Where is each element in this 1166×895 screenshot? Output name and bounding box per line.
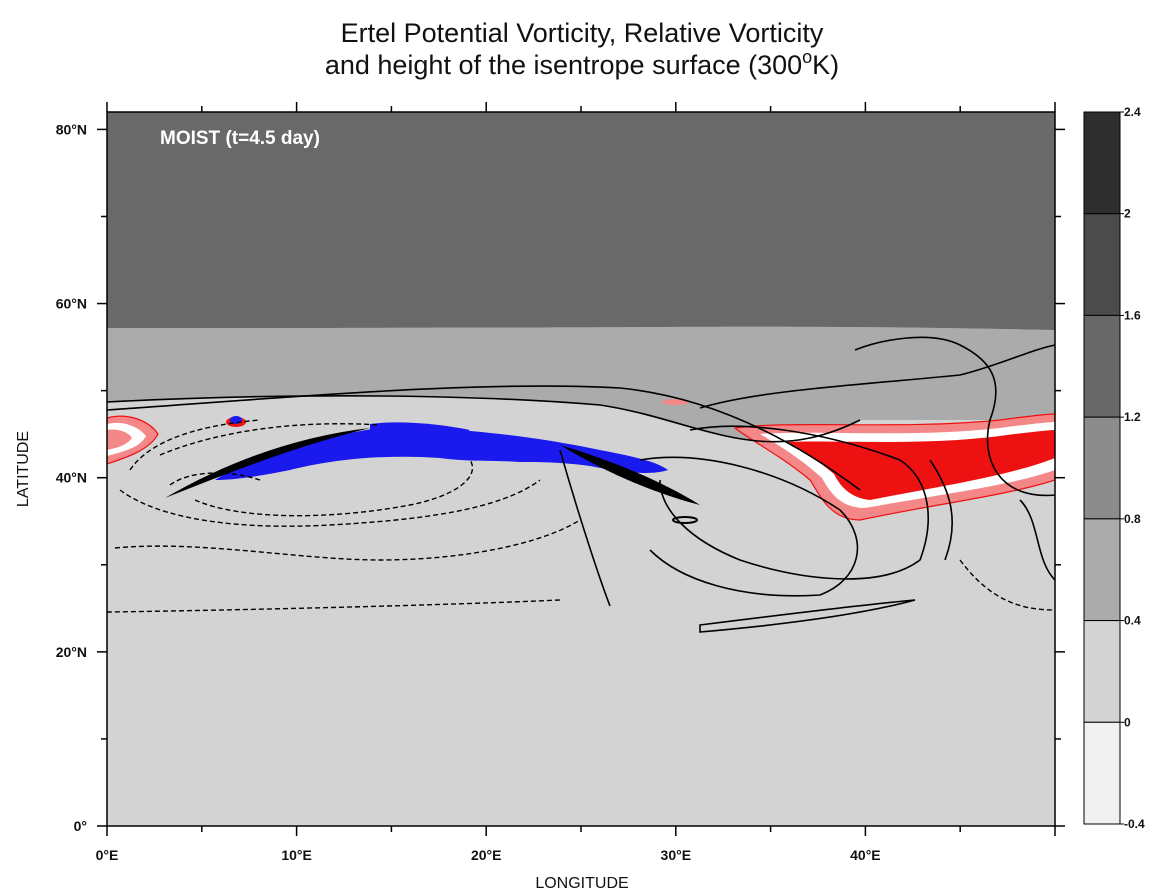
y-tick-label-3: 60°N [56, 296, 87, 312]
colorbar-label-6: 0 [1124, 715, 1131, 729]
colorbar-label-7: -0.4 [1124, 817, 1145, 831]
colorbar-label-3: 1.2 [1124, 410, 1141, 424]
colorbar-swatch-0 [1083, 111, 1121, 215]
colorbar-label-2: 1.6 [1124, 308, 1141, 322]
contour-solid-2 [107, 385, 861, 491]
y-axis: 0° 20°N 40°N 60°N 80°N [56, 121, 1065, 834]
contour-dashed-2 [114, 519, 581, 561]
chart-title-line1: Ertel Potential Vorticity, Relative Vort… [341, 18, 824, 48]
run-annotation: MOIST (t=4.5 day) [160, 128, 320, 149]
colorbar: 2.4 2 1.6 1.2 0.8 0.4 0 -0.4 [1083, 105, 1145, 831]
colorbar-swatch-6 [1083, 721, 1121, 825]
x-tick-label-1: 10°E [281, 847, 312, 863]
pv-field [107, 112, 1055, 826]
contour-dashed-6 [194, 459, 474, 517]
contour-solid-10 [559, 449, 611, 607]
x-tick-label-3: 30°E [661, 847, 692, 863]
colorbar-label-1: 2 [1124, 207, 1131, 221]
x-axis: 0°E 10°E 20°E 30°E 40°E [96, 102, 1056, 863]
pv-field-high [107, 112, 1055, 330]
y-tick-label-0: 0° [74, 818, 87, 834]
dashed-contours [107, 419, 1055, 613]
contour-dashed-7 [129, 419, 261, 471]
contour-solid-9 [929, 459, 953, 561]
x-axis-label: LONGITUDE [535, 875, 628, 892]
colorbar-swatch-5 [1083, 620, 1121, 723]
y-tick-label-1: 20°N [56, 644, 87, 660]
y-tick-label-4: 80°N [56, 121, 87, 137]
positive-vorticity-west-core [107, 429, 132, 450]
chart-title-line2: and height of the isentrope surface (300… [325, 47, 839, 80]
black-streak [165, 428, 700, 524]
contour-solid-3 [699, 344, 1055, 409]
colorbar-label-4: 0.8 [1124, 512, 1141, 526]
contour-dashed-1 [107, 599, 561, 613]
x-tick-label-2: 20°E [471, 847, 502, 863]
colorbar-swatch-2 [1083, 314, 1121, 418]
contour-dashed-5 [169, 472, 261, 486]
y-tick-label-2: 40°N [56, 470, 87, 486]
contour-solid-6 [639, 456, 859, 597]
colorbar-swatch-1 [1083, 213, 1121, 316]
negative-vorticity-band-2 [370, 422, 470, 435]
contour-solid-7 [699, 599, 916, 633]
contour-solid-1 [107, 395, 861, 443]
colorbar-swatch-3 [1083, 416, 1121, 520]
contour-dashed-4 [159, 423, 381, 456]
x-tick-label-0: 0°E [96, 847, 119, 863]
contour-dashed-3 [119, 479, 541, 527]
contour-solid-8 [1019, 499, 1055, 581]
colorbar-swatch-4 [1083, 518, 1121, 622]
x-tick-label-4: 40°E [850, 847, 881, 863]
black-streak-spot [672, 516, 698, 524]
y-axis-label: LATITUDE [15, 431, 32, 507]
negative-vorticity-band [215, 427, 668, 480]
pv-field-mid-band [107, 326, 1055, 442]
height-contours [107, 336, 1055, 633]
contour-solid-4 [854, 336, 1055, 497]
black-streak-tail [560, 445, 700, 505]
colorbar-label-5: 0.4 [1124, 614, 1141, 628]
contour-solid-5 [659, 425, 929, 580]
colorbar-label-0: 2.4 [1124, 105, 1141, 119]
